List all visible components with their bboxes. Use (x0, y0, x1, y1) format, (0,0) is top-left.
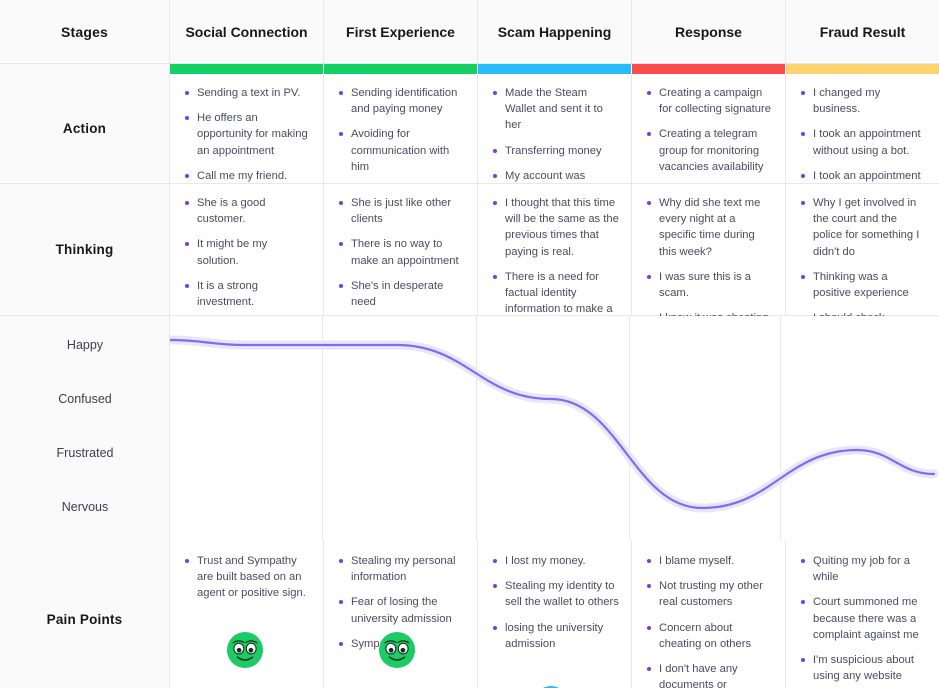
row-label-thinking: Thinking (0, 184, 170, 315)
list-item: Call me my friend. (184, 168, 311, 184)
list-item: Quiting my job for a while (800, 553, 927, 585)
list-item: It is a strong investment. (184, 278, 311, 310)
list-item: I took an appointment without using a bo… (800, 126, 927, 158)
list-item: I don't have any documents or informatio… (646, 661, 773, 688)
pain-points-row: Pain Points Trust and Sympathy are built… (0, 540, 939, 688)
axis-label-frustrated: Frustrated (56, 446, 114, 460)
stage-color-scam-happening (478, 64, 632, 74)
emotion-marker-confused-blue[interactable] (532, 685, 570, 688)
list-item: I lost my money. (492, 553, 619, 569)
stages-header-row: Stages Social Connection First Experienc… (0, 0, 939, 64)
thinking-cell-fraud-result: Why I get involved in the court and the … (786, 184, 939, 357)
list-item: There is no way to make an appointment (338, 236, 465, 268)
thinking-cell-scam-happening: I thought that this time will be the sam… (478, 184, 632, 373)
stage-color-bar (0, 64, 939, 74)
list-item: Fear of losing the university admission (338, 594, 465, 626)
list-item: Thinking was a positive experience (800, 269, 927, 301)
list-item: She is a good customer. (184, 195, 311, 227)
stage-header-fraud-result: Fraud Result (786, 0, 939, 63)
list-item: Creating a telegram group for monitoring… (646, 126, 773, 175)
list-item: Stealing my identity to sell the wallet … (492, 578, 619, 610)
axis-label-confused: Confused (58, 392, 112, 406)
stage-color-social-connection (170, 64, 324, 74)
action-row: Action Sending a text in PV. He offers an… (0, 74, 939, 240)
list-item: It might be my solution. (184, 236, 311, 268)
stages-header-label: Stages (0, 0, 170, 63)
stage-color-response (632, 64, 786, 74)
list-item: Sending identification and paying money (338, 85, 465, 117)
row-label-action: Action (0, 74, 170, 183)
list-item: losing the university admission (492, 620, 619, 652)
emotion-marker-happy-green-2[interactable] (378, 631, 416, 669)
action-cell-fraud-result: I changed my business. I took an appointm… (786, 74, 939, 240)
list-item: Avoiding for communication with him (338, 126, 465, 175)
stage-header-social-connection: Social Connection (170, 0, 324, 63)
thinking-cell-social-connection: She is a good customer. It might be my so… (170, 184, 324, 350)
emotion-curve (165, 335, 939, 513)
list-item: I thought that this time will be the sam… (492, 195, 619, 260)
list-item: Transferring money (492, 143, 619, 159)
stage-divider-1 (322, 316, 323, 540)
axis-label-nervous: Nervous (61, 500, 109, 514)
list-item: Trust and Sympathy are built based on an… (184, 553, 311, 602)
thinking-row: Thinking She is a good customer. It might… (0, 184, 939, 373)
thinking-cell-response: Why did she text me every night at a spe… (632, 184, 786, 341)
action-cell-scam-happening: Made the Steam Wallet and sent it to her… (478, 74, 632, 231)
axis-label-happy: Happy (66, 338, 104, 352)
pain-cell-response: I blame myself. Not trusting my other rea… (632, 540, 786, 688)
emotion-marker-happy-green-1[interactable] (226, 631, 264, 669)
emotion-plot-area (165, 316, 939, 540)
list-item: Creating a campaign for collecting signa… (646, 85, 773, 117)
list-item: He offers an opportunity for making an a… (184, 110, 311, 159)
list-item: I'm suspicious about using any website w… (800, 652, 927, 688)
list-item: I blame myself. (646, 553, 773, 569)
stage-color-bar-spacer (0, 64, 170, 74)
list-item: Sending a text in PV. (184, 85, 311, 101)
emotion-chart: Happy Confused Frustrated Nervous (0, 316, 939, 688)
stage-color-fraud-result (786, 64, 939, 74)
action-cell-social-connection: Sending a text in PV. He offers an opport… (170, 74, 324, 183)
list-item: I was sure this is a scam. (646, 269, 773, 301)
list-item: Made the Steam Wallet and sent it to her (492, 85, 619, 134)
list-item: Why I get involved in the court and the … (800, 195, 927, 260)
stage-header-first-experience: First Experience (324, 0, 478, 63)
stage-header-scam-happening: Scam Happening (478, 0, 632, 63)
row-label-pain-points: Pain Points (0, 540, 170, 688)
stage-divider-4 (780, 316, 781, 540)
stage-color-first-experience (324, 64, 478, 74)
stage-header-response: Response (632, 0, 786, 63)
stage-divider-2 (476, 316, 477, 540)
list-item: Stealing my personal information (338, 553, 465, 585)
list-item: Why did she text me every night at a spe… (646, 195, 773, 260)
stage-divider-3 (629, 316, 630, 540)
list-item: Concern about cheating on others (646, 620, 773, 652)
list-item: She is just like other clients (338, 195, 465, 227)
list-item: I changed my business. (800, 85, 927, 117)
action-cell-response: Creating a campaign for collecting signa… (632, 74, 786, 231)
list-item: She's in desperate need (338, 278, 465, 310)
list-item: Court summoned me because there was a co… (800, 594, 927, 643)
emotion-axis-labels: Happy Confused Frustrated Nervous (0, 316, 170, 540)
pain-cell-scam-happening: I lost my money. Stealing my identity to … (478, 540, 632, 688)
list-item: Not trusting my other real customers (646, 578, 773, 610)
